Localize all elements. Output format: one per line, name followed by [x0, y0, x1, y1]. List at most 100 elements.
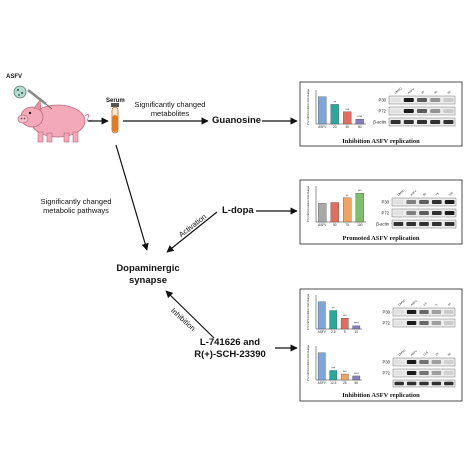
p1-band-0-3: [430, 98, 441, 102]
arrow-ldopa-to-synapse: [166, 211, 218, 253]
virus-icon: [13, 85, 27, 99]
p3a-sig-3: ****: [354, 322, 360, 326]
p1-bar-3: [355, 118, 364, 125]
p1-lane-3: 40: [433, 89, 438, 94]
p2-band-1-3: [431, 211, 442, 215]
p1-band-1-0: [390, 109, 401, 113]
p1-tick-1: 20: [333, 125, 337, 129]
p2-tick-2: 75: [345, 223, 349, 227]
pathways-line2: metabolic pathways: [43, 206, 109, 215]
p1-lane-1: ASFV: [407, 87, 415, 95]
p3a-band-0-2: [419, 310, 429, 314]
panel3-caption: Inhibition ASFV replication: [342, 392, 420, 399]
p3a-row-label-0: P30: [383, 310, 391, 315]
p1-sig-3: ****: [357, 115, 363, 119]
p2-band-0-4: [444, 200, 455, 204]
p1-band-1-2: [416, 109, 428, 113]
p2-band-0-3: [431, 200, 442, 204]
p3a-band-0-1: [406, 310, 417, 314]
panel2-caption: Promoted ASFV replication: [342, 235, 420, 242]
p3a-row-label-1: P72: [383, 321, 391, 326]
p3a-lane-1: ASFV: [410, 299, 418, 307]
p3b-band-0-3: [431, 360, 442, 364]
p3b-row-label-0: P30: [383, 360, 391, 365]
p2-band-0-1: [406, 200, 417, 204]
p2-band-1-0: [393, 211, 404, 215]
p3a-ylabel: P72 mRNA relative fold change: [306, 293, 310, 330]
p2-band-2-0: [393, 222, 404, 226]
p3-actin-band-0: [394, 381, 404, 386]
p2-band-2-2: [419, 222, 429, 226]
p3b-sig-2: ***: [343, 370, 347, 374]
guanosine-label: Guanosine: [212, 115, 262, 126]
p3a-lane-2: 2.5: [422, 301, 428, 307]
inhibitors-line1: L-741626 and: [199, 337, 261, 348]
p1-band-2-0: [390, 120, 401, 124]
arrow-inhibitors-to-synapse: [165, 290, 215, 339]
p3a-tick-1: 2.5: [331, 330, 336, 334]
p1-band-2-1: [403, 120, 414, 124]
p1-band-2-4: [443, 120, 454, 124]
changed-metabolites-line1: Significantly changed: [134, 100, 206, 109]
p3a-lane-0: DMSO: [397, 298, 407, 307]
p2-lane-3: 75: [435, 191, 440, 196]
p3b-band-1-2: [419, 371, 429, 375]
p3a-tick-2: 5: [344, 330, 346, 334]
p1-band-0-0: [390, 98, 401, 102]
p3a-band-1-3: [431, 321, 442, 325]
p3a-sig-2: ***: [343, 314, 347, 318]
p2-row-label-0: P30: [382, 200, 390, 205]
p1-band-0-4: [443, 98, 454, 102]
synapse-label: Dopaminergic synapse: [108, 263, 188, 287]
p2-sig-3: ***: [358, 189, 362, 193]
p2-tick-1: 50: [333, 223, 337, 227]
p2-bar-3: [355, 193, 364, 223]
p1-tick-0: ASFV: [318, 125, 327, 129]
changed-metabolites-label: Significantly changed metabolites: [128, 100, 212, 118]
p3b-tick-0: ASFV: [318, 381, 327, 385]
p1-band-2-2: [416, 120, 428, 124]
p1-ylabel: P72 mRNA relative fold change: [306, 88, 310, 125]
p1-row-label-2: β-actin: [373, 120, 386, 125]
p1-band-1-3: [430, 109, 441, 113]
p2-tick-3: 100: [357, 223, 363, 227]
p3b-band-1-1: [406, 371, 417, 375]
p3b-lane-4: 50: [447, 351, 452, 356]
p2-band-0-2: [419, 200, 429, 204]
p3b-sig-3: ****: [354, 372, 360, 376]
p2-band-1-4: [444, 211, 455, 215]
p3a-bar-3: [352, 325, 361, 330]
p2-band-1-1: [406, 211, 417, 215]
p3a-band-1-0: [394, 321, 404, 325]
arrow-serum-to-synapse: [115, 144, 149, 251]
p3a-bar-1: [329, 310, 338, 330]
p2-bar-1: [330, 202, 339, 223]
inhibitors-label: L-741626 and R(+)-SCH-23390: [190, 337, 270, 361]
p3b-band-0-0: [394, 360, 404, 364]
p1-band-0-2: [416, 98, 428, 102]
p3a-bar-0: [317, 301, 326, 330]
p1-band-1-1: [403, 109, 414, 113]
serum-label: Serum: [106, 98, 125, 104]
p2-lane-1: ASFV: [409, 189, 417, 197]
p3b-lane-0: DMSO: [397, 348, 407, 357]
p3a-sig-1: **: [332, 307, 335, 311]
p3a-lane-3: 5: [434, 302, 438, 306]
synapse-line2: synapse: [128, 275, 168, 286]
pathways-label: Significantly changed metabolic pathways: [26, 197, 126, 215]
p2-tick-0: ASFV: [318, 223, 327, 227]
p3b-band-1-3: [431, 371, 442, 375]
p3b-bar-1: [329, 370, 338, 381]
changed-metabolites-line2: metabolites: [150, 109, 190, 118]
p2-sig-2: **: [346, 194, 349, 198]
p2-bar-0: [318, 203, 327, 223]
p2-lane-4: 100: [448, 190, 454, 196]
result-panel-guanosine: P72 mRNA relative fold changeASFV**20***…: [299, 81, 463, 147]
p3a-band-0-0: [394, 310, 404, 314]
serum-tube-icon: [111, 103, 119, 134]
pig-icon: [17, 99, 92, 143]
p1-tick-2: 40: [345, 125, 349, 129]
p3a-band-0-3: [431, 310, 442, 314]
p1-row-label-0: P30: [379, 98, 387, 103]
